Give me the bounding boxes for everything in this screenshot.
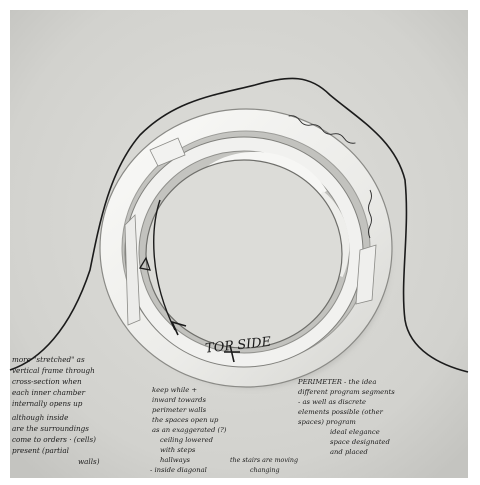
svg-text:with steps: with steps [160, 446, 196, 454]
svg-text:changing: changing [250, 467, 280, 474]
svg-text:present (partial: present (partial [12, 446, 69, 455]
inner-void [146, 160, 342, 348]
svg-text:cross-section when: cross-section when [12, 377, 82, 386]
svg-text:ideal elegance: ideal elegance [330, 428, 380, 436]
svg-text:the stairs are moving: the stairs are moving [230, 457, 298, 464]
svg-text:although inside: although inside [12, 413, 68, 422]
svg-text:inward towards: inward towards [152, 396, 206, 404]
svg-text:internally opens up: internally opens up [12, 399, 83, 408]
svg-text:vertical frame through: vertical frame through [12, 366, 95, 375]
svg-text:as an exaggerated (?): as an exaggerated (?) [152, 426, 227, 434]
svg-text:ceiling lowered: ceiling lowered [160, 436, 214, 444]
svg-text:hallways: hallways [160, 456, 190, 464]
svg-text:keep while +: keep while + [152, 386, 197, 394]
svg-text:come to orders · (cells): come to orders · (cells) [12, 435, 96, 444]
svg-text:space designated: space designated [330, 438, 390, 446]
svg-text:walls): walls) [78, 457, 100, 466]
svg-text:elements possible (other: elements possible (other [298, 408, 384, 416]
svg-text:and placed: and placed [330, 448, 368, 456]
svg-text:PERIMETER - the idea: PERIMETER - the idea [297, 378, 376, 386]
svg-text:more "stretched" as: more "stretched" as [12, 355, 85, 364]
svg-text:spaces) program: spaces) program [298, 418, 356, 426]
svg-text:the spaces open up: the spaces open up [152, 416, 219, 424]
svg-text:perimeter walls: perimeter walls [152, 406, 207, 414]
svg-text:- as well as discrete: - as well as discrete [298, 398, 366, 406]
svg-text:different program segments: different program segments [298, 388, 395, 396]
svg-text:- inside diagonal: - inside diagonal [150, 466, 207, 474]
svg-text:each inner chamber: each inner chamber [12, 388, 86, 397]
svg-text:are the surroundings: are the surroundings [12, 424, 89, 433]
